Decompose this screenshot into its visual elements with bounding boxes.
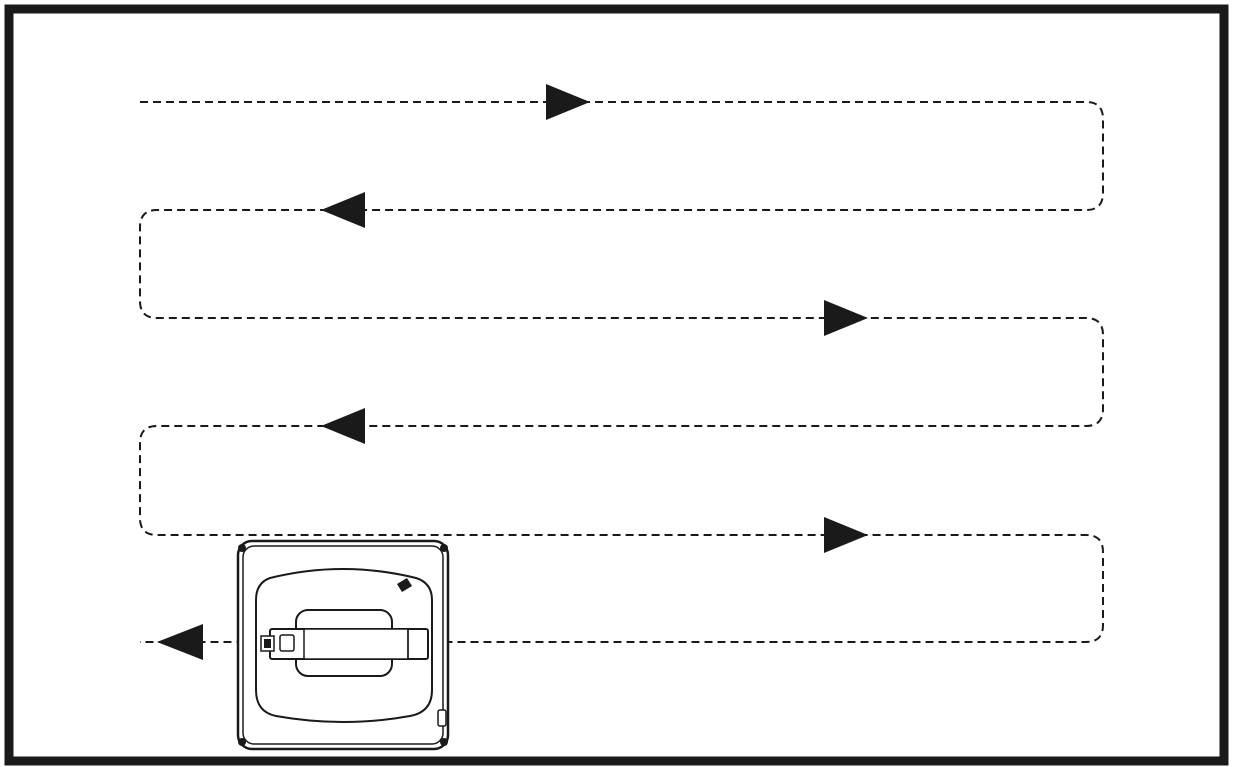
window-cleaning-robot-icon [236, 539, 450, 751]
arrowhead-icon [824, 300, 868, 336]
arrowhead-icon [157, 624, 203, 660]
cleaning-path [139, 101, 1104, 643]
window-frame [4, 4, 1229, 766]
arrowhead-icon [321, 192, 365, 228]
arrowhead-icon [321, 408, 365, 444]
arrowhead-icon [546, 84, 590, 120]
mode-button-icon [279, 634, 295, 652]
arrowhead-icon [824, 517, 868, 553]
